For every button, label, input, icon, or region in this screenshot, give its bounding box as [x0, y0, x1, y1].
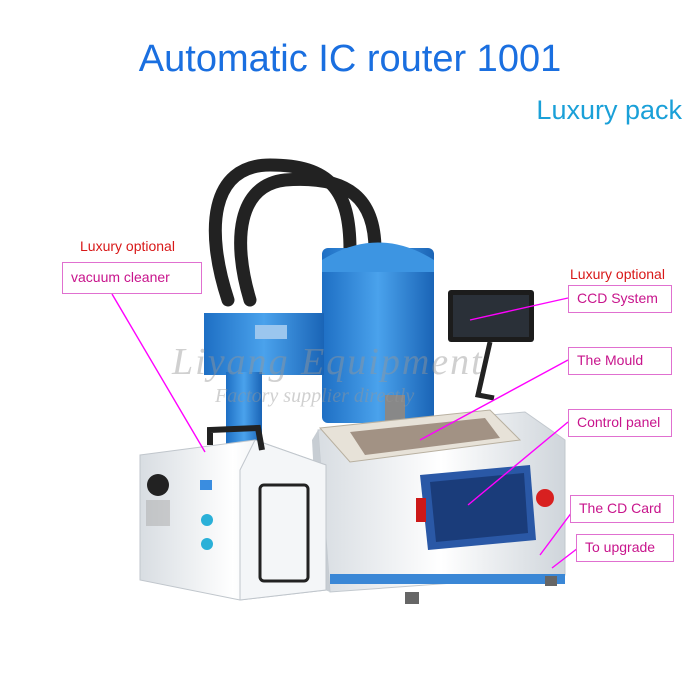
air-hoses — [208, 158, 382, 307]
left-optional-note: Luxury optional — [80, 238, 175, 254]
watermark-line-1: Liyang Equipment — [172, 341, 484, 383]
right-optional-note: Luxury optional — [570, 266, 665, 282]
watermark-line-2: Factory supplier directly — [215, 385, 415, 407]
machine-base — [312, 409, 566, 604]
ccd-monitor — [448, 290, 534, 401]
vacuum-cleaner-callout: vacuum cleaner — [62, 262, 202, 294]
callout-leaders — [111, 293, 579, 569]
control-panel-callout: Control panel — [568, 409, 672, 437]
upgrade-callout: To upgrade — [576, 534, 674, 562]
page-subtitle: Luxury pack — [536, 95, 682, 125]
cd-card-callout: The CD Card — [570, 495, 674, 523]
ccd-system-callout: CCD System — [568, 285, 672, 313]
page-title: Automatic IC router 1001 — [138, 38, 562, 80]
gantry-arm — [204, 313, 324, 472]
mould-callout: The Mould — [568, 347, 672, 375]
vacuum-cleaner — [139, 424, 327, 601]
router-head — [322, 242, 434, 425]
